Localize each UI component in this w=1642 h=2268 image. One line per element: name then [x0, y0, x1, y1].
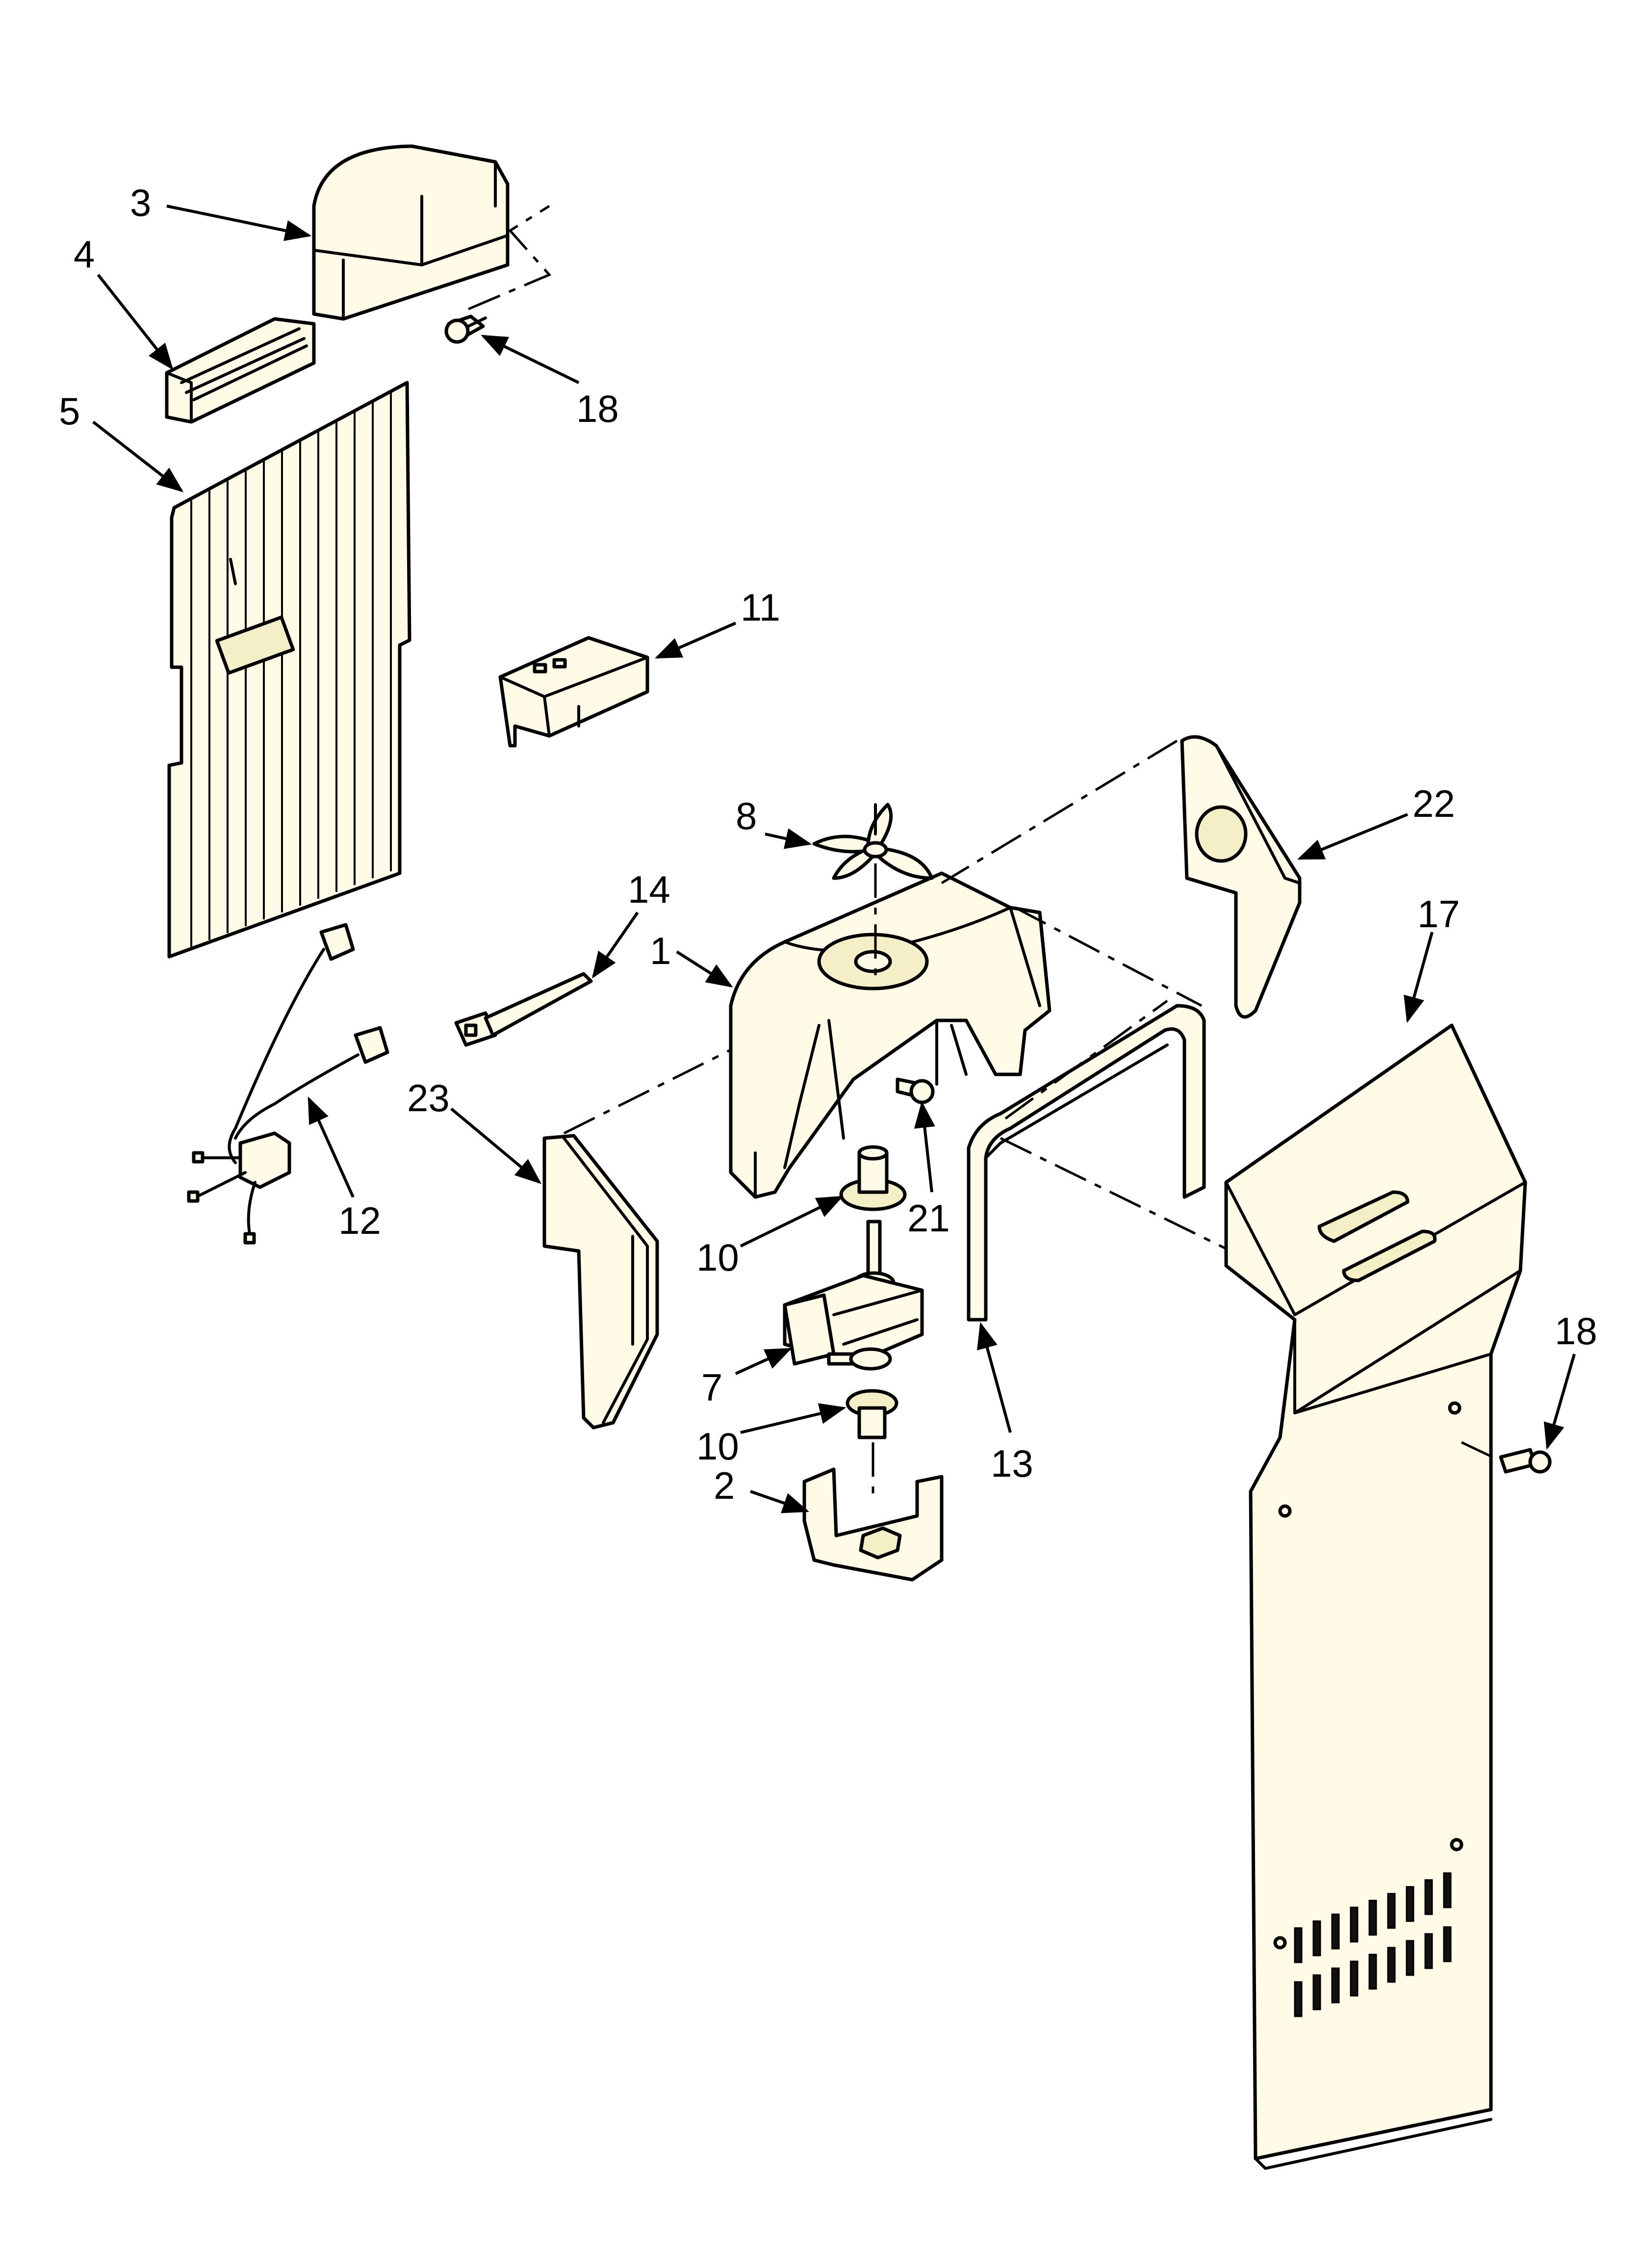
part-13-u-seal: [967, 1004, 1206, 1322]
leader-1: [676, 950, 733, 988]
part-17-rear-panel: [1224, 1023, 1527, 2170]
leader-17: [1404, 932, 1434, 1023]
callout-4: 4: [74, 233, 95, 276]
vent-slot: [1331, 1967, 1340, 2004]
callout-10-lower: 10: [696, 1425, 739, 1468]
part-1-fan-housing: [729, 871, 1052, 1199]
leader-10b: [740, 1403, 847, 1434]
part-21-screw: [896, 1077, 935, 1104]
vent-slot: [1406, 1886, 1414, 1922]
callout-2: 2: [714, 1464, 735, 1507]
callout-1: 1: [650, 929, 671, 972]
callouts: 3 4 5 18 11 8 22 14 1 17 23 12 21 10 7 1…: [59, 181, 1597, 1507]
leader-8: [765, 828, 812, 849]
part-8-fan-blade: [812, 803, 934, 880]
part-3-duct-cover: [312, 144, 510, 321]
part-22-shroud-plate: [1180, 735, 1302, 1019]
vent-slot: [1387, 1947, 1396, 1983]
part-10-grommet-lower: [846, 1389, 898, 1439]
vent-slot: [1406, 1940, 1414, 1976]
vent-slot: [1312, 1974, 1321, 2010]
leader-5: [92, 420, 184, 493]
vent-slot: [1294, 1981, 1303, 2017]
part-4-grille: [165, 317, 316, 424]
leader-7: [735, 1348, 792, 1375]
leader-10a: [740, 1196, 844, 1248]
part-7-fan-motor: [783, 1220, 924, 1371]
callout-8: 8: [736, 794, 757, 837]
leader-23: [450, 1107, 542, 1184]
callout-14: 14: [628, 868, 670, 911]
leader-13: [976, 1322, 1012, 1433]
callout-23: 23: [407, 1076, 450, 1120]
callout-11: 11: [741, 586, 780, 629]
callout-3: 3: [130, 181, 151, 224]
callout-21: 21: [907, 1197, 950, 1240]
leader-22: [1297, 813, 1409, 860]
vent-slot: [1350, 1906, 1359, 1943]
leader-12: [308, 1096, 355, 1198]
part-12-wire-harness: [187, 923, 389, 1245]
leader-4: [97, 274, 174, 370]
part-23-side-seal: [542, 1134, 659, 1430]
callout-5: 5: [59, 390, 80, 433]
part-14-cable-tie: [454, 972, 593, 1047]
vent-slot: [1387, 1893, 1396, 1929]
callout-22: 22: [1412, 782, 1455, 825]
vent-slot: [1368, 1900, 1377, 1936]
vent-slot: [1424, 1879, 1433, 1915]
part-18-screw-top: [444, 314, 487, 344]
leader-14: [591, 912, 639, 979]
leader-21: [914, 1101, 935, 1193]
vent-slot: [1424, 1933, 1433, 1969]
leader-18a: [481, 335, 580, 384]
leader-lines: [92, 205, 1576, 1513]
vent-slot: [1443, 1926, 1452, 1962]
leader-3: [166, 205, 312, 241]
callout-10-upper: 10: [696, 1236, 739, 1279]
part-2-motor-bracket: [802, 1467, 944, 1582]
callout-7: 7: [701, 1366, 722, 1409]
vent-slot: [1350, 1960, 1359, 1997]
part-10-grommet-upper: [839, 1145, 907, 1211]
vent-slot: [1368, 1954, 1377, 1990]
leader-18b: [1543, 1354, 1576, 1450]
callout-18-right: 18: [1555, 1309, 1597, 1353]
callout-17: 17: [1417, 892, 1460, 936]
leader-2: [750, 1490, 810, 1513]
part-11-bracket: [498, 636, 649, 748]
callout-18-top: 18: [576, 387, 619, 430]
part-5-heater-panel: [167, 381, 411, 959]
callout-13: 13: [991, 1442, 1033, 1485]
leader-11: [655, 622, 737, 659]
callout-12: 12: [338, 1199, 381, 1242]
part-18-screw-right: [1461, 1441, 1552, 1474]
vent-slot: [1312, 1920, 1321, 1956]
vent-slot: [1294, 1927, 1303, 1963]
vent-slot: [1331, 1913, 1340, 1950]
vent-slot: [1443, 1872, 1452, 1908]
